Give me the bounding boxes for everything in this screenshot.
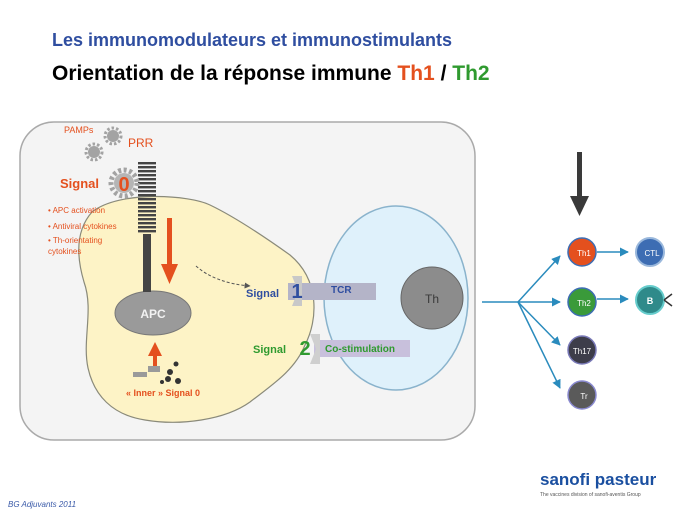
subtitle-th1: Th1 [397, 62, 435, 85]
prr-receptor [138, 162, 156, 292]
inner-signal-label: « Inner » Signal 0 [126, 388, 200, 398]
bullet-antiviral-cytokines: • Antiviral cytokines [48, 222, 117, 231]
signal1-number: 1 [291, 281, 302, 303]
effector-b-label: B [647, 296, 654, 306]
tcr-label: TCR [331, 285, 352, 296]
bullet-th-orientating: • Th-orientating [48, 236, 102, 245]
bullet-apc-activation: • APC activation [48, 206, 105, 215]
costim-label: Co-stimulation [325, 344, 395, 355]
th-label: Th [425, 292, 439, 306]
pamp-gear-icon [103, 126, 123, 146]
orange-down-arrow [161, 218, 178, 284]
th-nucleus [400, 266, 464, 330]
subset-tr-label: Tr [580, 392, 588, 401]
prr-label: PRR [128, 136, 154, 150]
costim-bar [314, 340, 410, 357]
inner-up-arrow [148, 342, 162, 368]
subset-th2-label: Th2 [577, 299, 591, 308]
signal2-bracket [310, 334, 320, 364]
footer-credit: BG Adjuvants 2011 [8, 500, 77, 509]
apc-label: APC [140, 307, 166, 321]
subset-th17 [567, 335, 597, 365]
subset-th1-label: Th1 [577, 249, 591, 258]
effector-ctl-label: CTL [644, 249, 660, 258]
apc-cell [78, 195, 315, 423]
subset-th17-label: Th17 [573, 347, 592, 356]
logo-name: sanofi pasteur [540, 470, 657, 489]
inner-signal-molecules [133, 361, 181, 384]
subtitle-main: Orientation de la réponse immune [52, 62, 398, 85]
signal0-label: Signal [60, 176, 99, 191]
signal1-bracket [292, 276, 302, 306]
subtitle-separator: / [434, 62, 453, 85]
subtitle-th2: Th2 [452, 62, 490, 85]
sanofi-pasteur-logo: sanofi pasteur The vaccines division of … [540, 470, 680, 498]
tcr-bar [288, 283, 376, 300]
bullet-cytokines: cytokines [48, 247, 81, 256]
signal0-gear-icon [108, 167, 140, 199]
signal2-number: 2 [299, 338, 310, 360]
pamps-label: PAMPs [64, 125, 94, 135]
apc-nucleus [114, 290, 192, 336]
subset-tr [567, 380, 597, 410]
subset-th1 [567, 237, 597, 267]
effector-b [635, 285, 673, 315]
logo-tagline: The vaccines division of sanofi-aventis … [540, 492, 641, 498]
signal0-number: 0 [118, 174, 129, 196]
pamp-gear-icon [84, 142, 104, 162]
signal1-label: Signal [246, 288, 279, 300]
slide-title: Les immunomodulateurs et immunostimulant… [52, 30, 453, 50]
signal2-label: Signal [253, 344, 286, 356]
slide-subtitle: Orientation de la réponse immune Th1 / T… [52, 62, 490, 86]
dashed-arrow [195, 265, 251, 289]
dark-down-arrow [570, 152, 589, 216]
effector-ctl [635, 237, 665, 267]
branch-arrows [482, 247, 629, 389]
subset-th2 [567, 287, 597, 317]
